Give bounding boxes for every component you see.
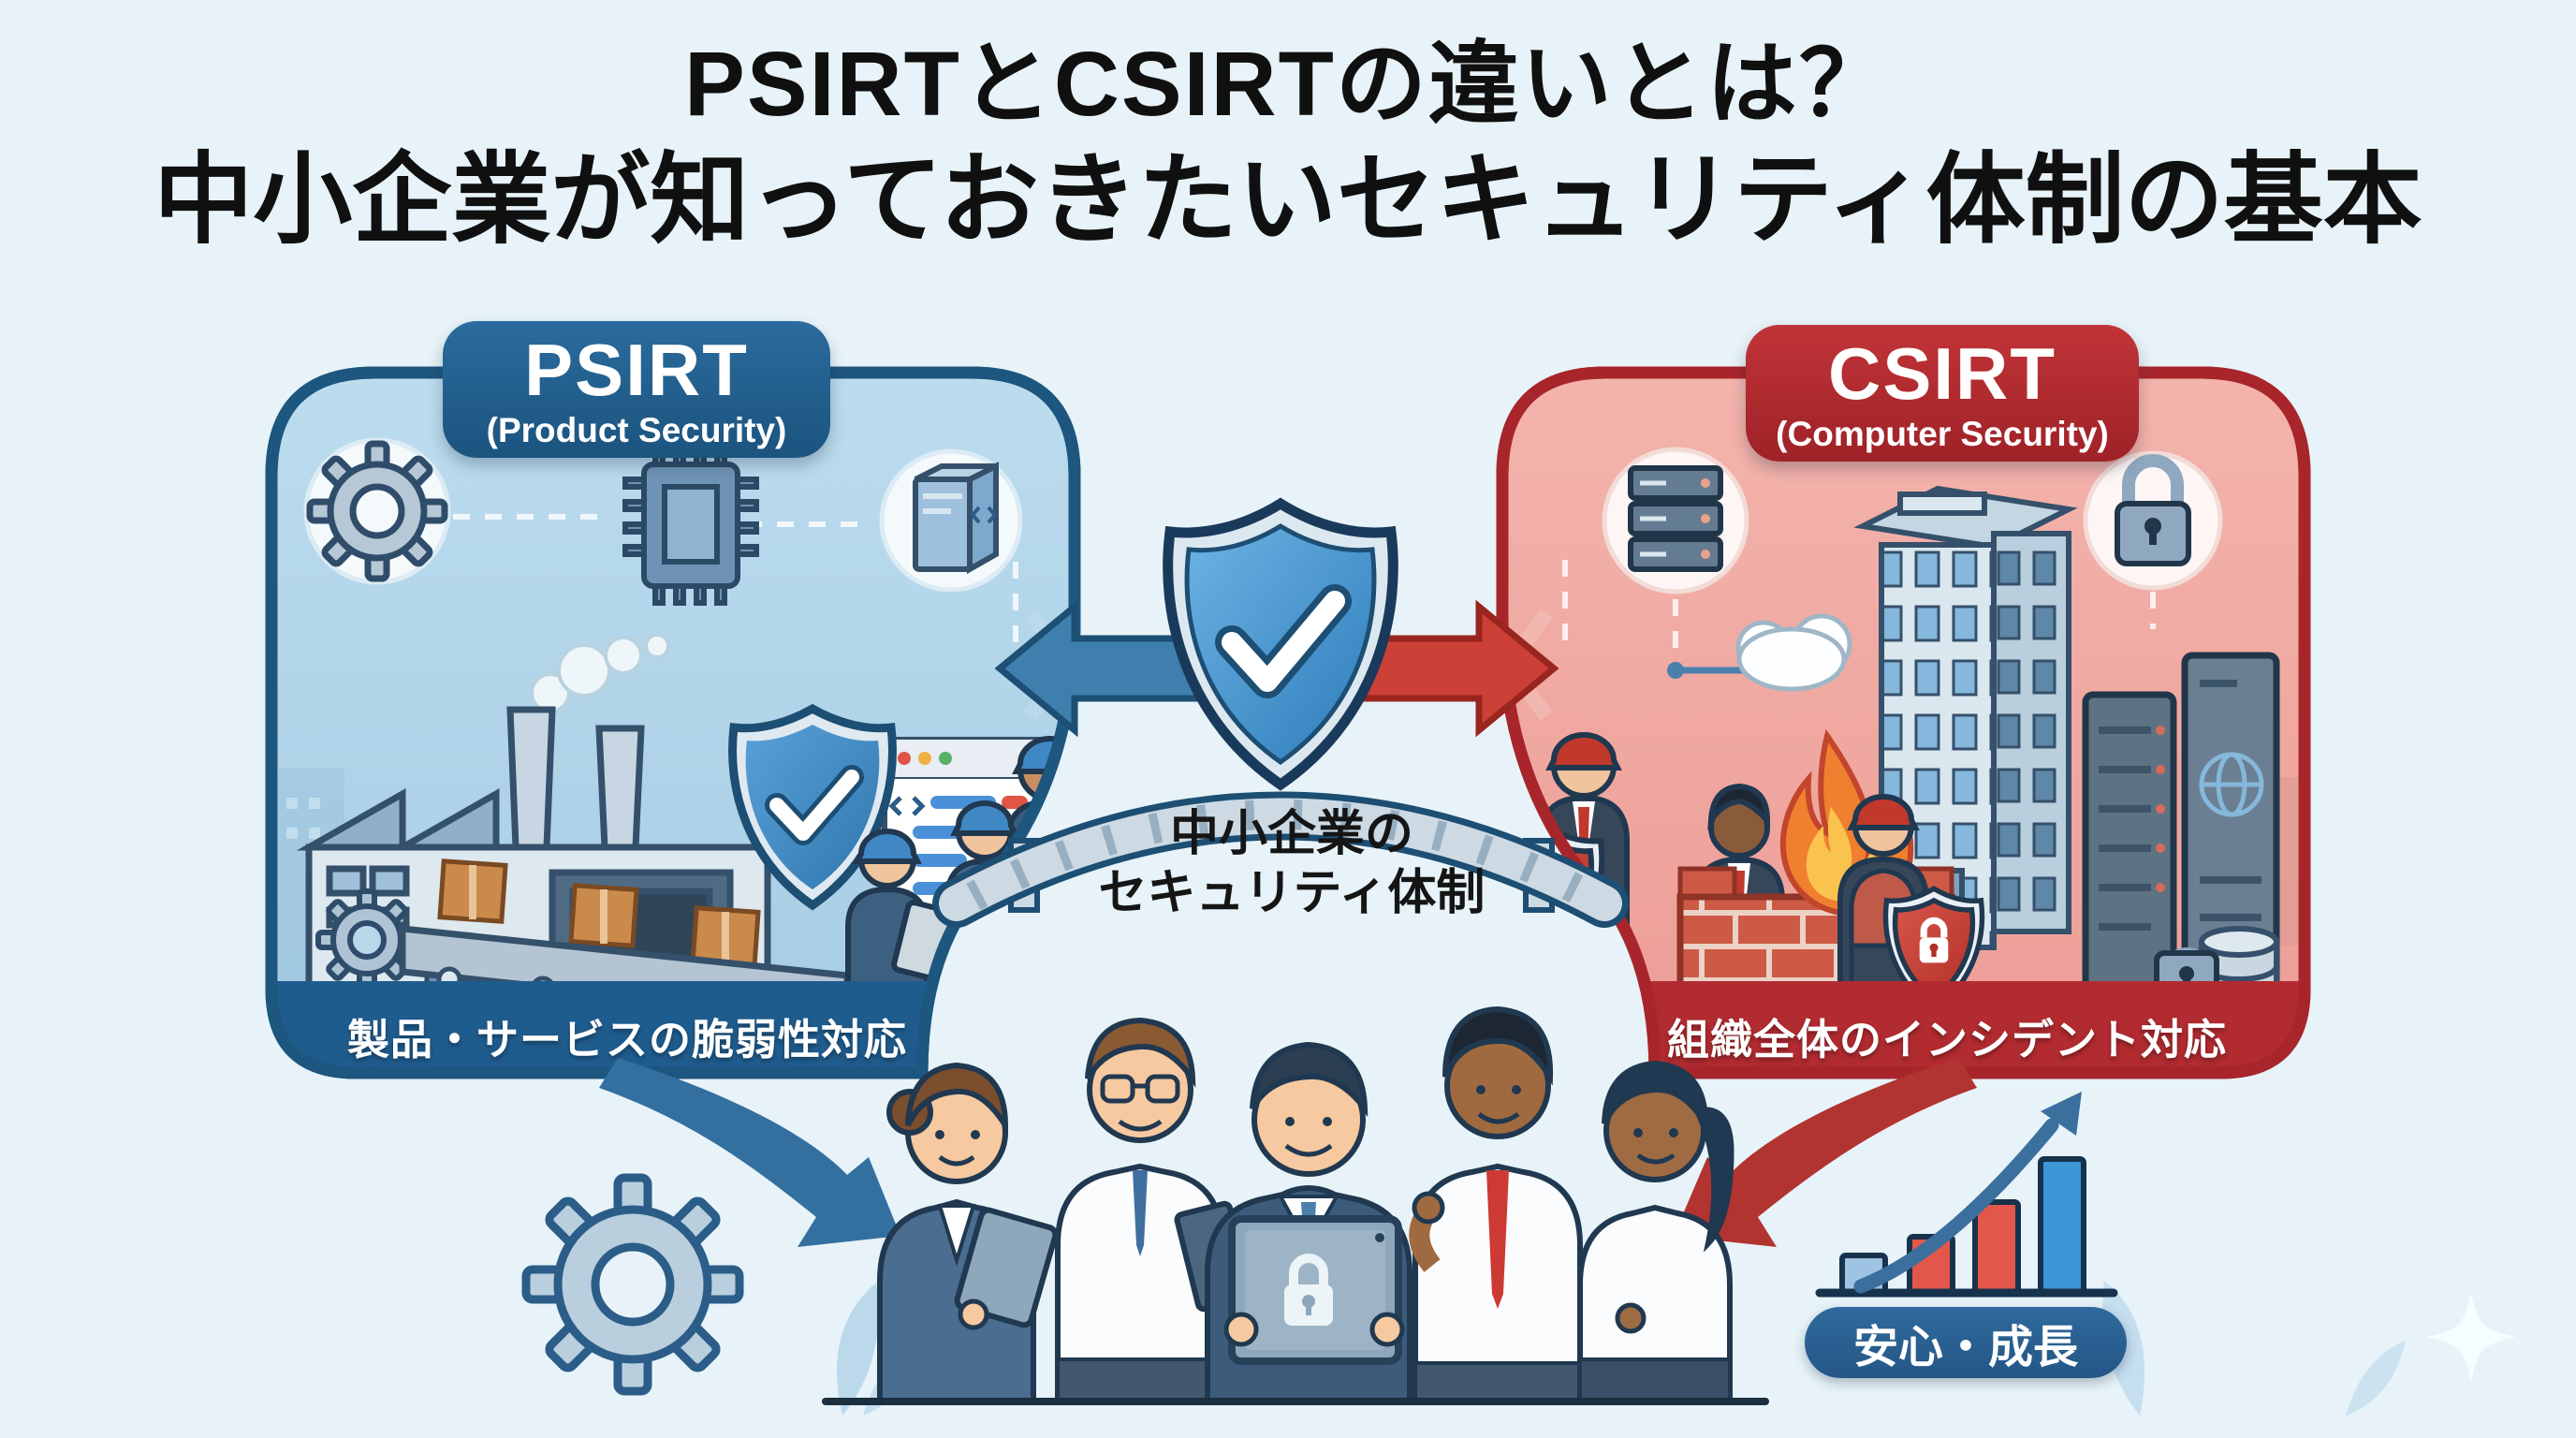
padlock-icon [2083,450,2223,591]
page-title: PSIRTとCSIRTの違いとは？ 中小企業が知っておきたいセキュリティ体制の基… [0,28,2576,260]
title-line-2: 中小企業が知っておきたいセキュリティ体制の基本 [154,145,2422,256]
person-woman-right [1577,1060,1734,1404]
globe-icon [2199,752,2264,817]
csirt-caption-bar [1647,981,2305,1073]
person-man-red-tie [1409,1005,1583,1404]
psirt-name: PSIRT [524,329,749,411]
bar-3 [1972,1199,2021,1296]
tablet-lock-icon [1228,1215,1402,1365]
rising-arrow-head-icon [2041,1092,2082,1136]
psirt-header: PSIRT (Product Security) [443,321,830,458]
growth-bars-icon [1815,1092,2118,1298]
csirt-caption: 組織全体のインシデント対応 [1666,1016,2227,1064]
psirt-caption: 製品・サービスの脆弱性対応 [346,1016,907,1064]
psirt-subtitle: (Product Security) [486,411,787,449]
csirt-subtitle: (Computer Security) [1776,415,2109,453]
red-flow-arrow-icon [1674,1058,1977,1247]
bridge-icon [932,791,1629,928]
csirt-header: CSIRT (Computer Security) [1746,325,2139,462]
growth-badge: 安心・成長 [1805,1307,2127,1378]
gear-icon [521,1173,744,1396]
server-tower-icon [2082,652,2280,1011]
rising-arrow-icon [1853,1118,2059,1294]
team-people-icon [877,1005,1734,1404]
shield-check-icon [1163,497,1398,791]
cloud-icon [1735,613,1852,692]
center-label: 中小企業の セキュリティ体制 [1011,805,1573,923]
psirt-panel [265,366,1081,1079]
software-box-icon [879,448,1023,593]
dashed-connector [453,514,1018,655]
chip-icon [622,445,759,606]
bar-4 [2038,1156,2086,1296]
gear-icon [315,888,418,991]
person-woman-left [877,1062,1059,1404]
shield-check-icon [728,703,897,911]
center-label-line-1: 中小企業の [1169,807,1413,861]
server-rack-icon [1602,447,1749,594]
leaf-icon [2102,1281,2406,1416]
csirt-panel [1496,366,2311,1079]
center-label-line-2: セキュリティ体制 [1098,866,1486,920]
gear-icon [303,437,451,585]
smoke-icon [530,633,670,713]
blue-flow-arrow-icon [599,1058,900,1247]
title-line-1: PSIRTとCSIRTの違いとは？ [684,33,1892,135]
sparkle-icon [2426,1292,2516,1382]
dashed-connector [1562,560,2156,655]
csirt-name: CSIRT [1828,332,2056,415]
person-man-center [1205,1041,1412,1404]
